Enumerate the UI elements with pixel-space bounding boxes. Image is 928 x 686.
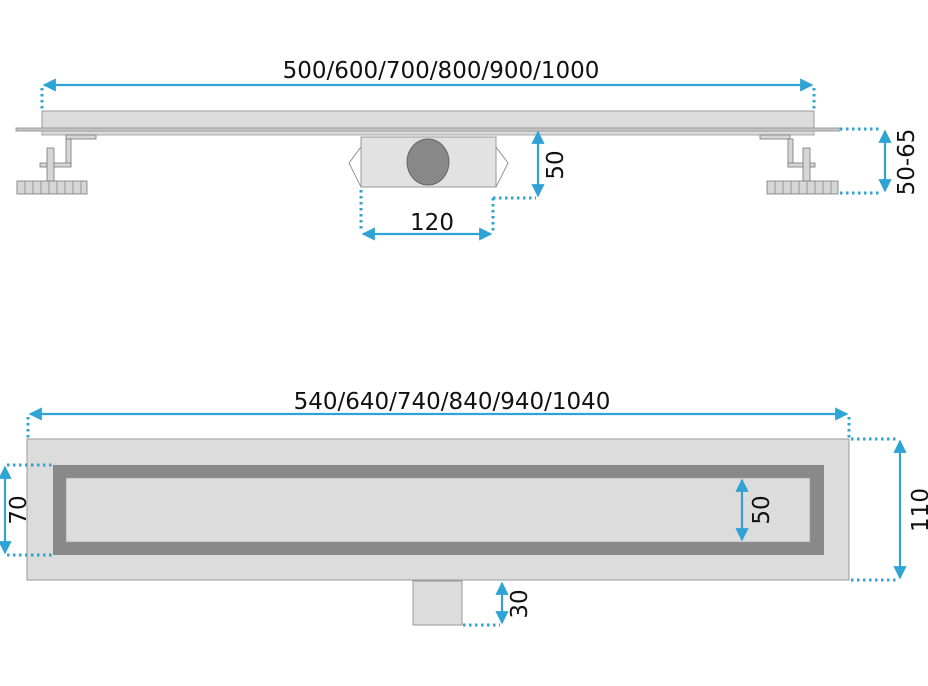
grate-insert xyxy=(65,477,811,543)
side-length-label: 500/600/700/800/900/1000 xyxy=(283,58,600,84)
side-view: 500/600/700/800/900/1000 xyxy=(15,58,920,241)
frame-width-label: 110 xyxy=(908,488,928,532)
outlet-depth-label: 30 xyxy=(507,589,533,618)
outlet-width-label: 120 xyxy=(410,210,454,236)
adjust-height-label: 50-65 xyxy=(894,129,920,196)
right-adjustable-foot xyxy=(759,134,839,195)
grate-outer-label: 70 xyxy=(6,495,32,524)
outlet xyxy=(348,136,509,188)
outlet-height-label: 50 xyxy=(543,150,569,179)
top-view: 540/640/740/840/940/1040 70 50 110 30 xyxy=(0,389,928,627)
left-adjustable-foot xyxy=(16,134,97,195)
channel-body xyxy=(41,110,815,130)
flange xyxy=(15,127,841,132)
outlet-stub xyxy=(412,580,463,626)
top-length-label: 540/640/740/840/940/1040 xyxy=(294,389,611,415)
grate-inner-label: 50 xyxy=(749,495,775,524)
outlet-pipe-icon xyxy=(406,138,450,186)
